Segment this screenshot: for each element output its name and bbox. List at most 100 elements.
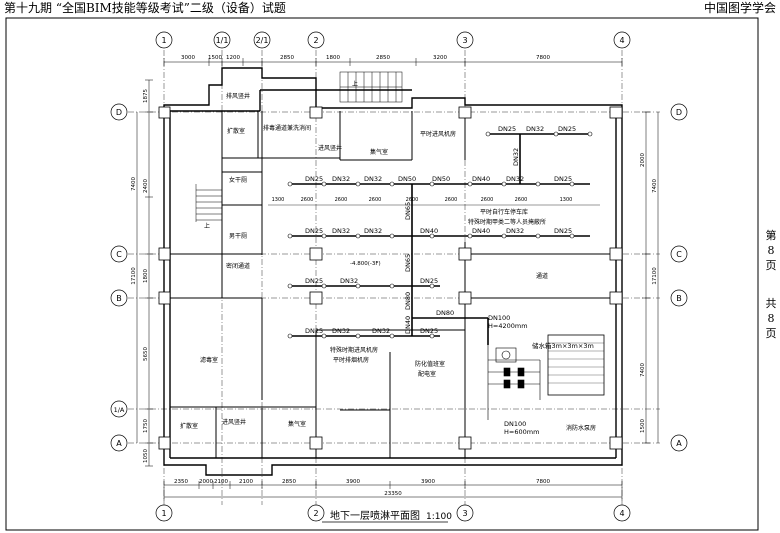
- dim-left-2: 1800: [143, 269, 149, 283]
- stair-up-left: 上: [204, 222, 210, 230]
- axis-bubble-B-right: [670, 289, 688, 307]
- dim-right-2: 7400: [652, 179, 658, 193]
- dim-inner-3: 2600: [369, 197, 382, 203]
- axis-label-1A-left: 1/A: [114, 406, 125, 414]
- axis-label-A-right: A: [676, 439, 682, 448]
- tank-label: 储水箱3m×3m×3m: [532, 341, 594, 350]
- dim-bottom-1: 2000: [199, 479, 213, 485]
- pipe-label-main-v2: DN65: [404, 254, 412, 272]
- dim-right-4: 1500: [640, 419, 646, 433]
- dim-bottom-6: 3900: [421, 479, 435, 485]
- dim-inner-8: 1300: [560, 197, 573, 203]
- water-tank: [547, 334, 605, 396]
- dim-bottom-total: 23350: [384, 491, 402, 497]
- dim-inner-4: 2600: [406, 197, 419, 203]
- axis-bubble-C-left: [110, 245, 128, 263]
- axis-label-1-1-top: 1/1: [216, 36, 229, 45]
- pipe-label-pump-2-height: H=600mm: [504, 428, 539, 436]
- pipe-label-r2-3: DN50: [398, 175, 416, 183]
- pipe-label-r3-4: DN40: [472, 227, 490, 235]
- room-air-shaft-top: 进风竖井: [318, 144, 342, 152]
- axis-label-4-top: 4: [619, 36, 624, 45]
- axis-label-B-left: B: [116, 294, 122, 303]
- room-wartime-fan: 平时排烟机房: [333, 356, 369, 364]
- dim-bottom-0: 2350: [174, 479, 188, 485]
- dim-left-3: 5650: [143, 347, 149, 361]
- pipe-label-r5-2: DN32: [372, 327, 390, 335]
- dim-left-4: 1750: [143, 419, 149, 433]
- dim-bottom-7: 7800: [536, 479, 550, 485]
- axis-bubble-A-left: [110, 434, 128, 452]
- axis-label-D-right: D: [676, 108, 682, 117]
- axis-label-B-right: B: [676, 294, 682, 303]
- pipe-label-r3-2: DN32: [364, 227, 382, 235]
- pipe-label-r1-2: DN25: [558, 125, 576, 133]
- page-total-label: 共 8 页: [765, 297, 777, 340]
- dim-top-7: 7800: [536, 55, 550, 61]
- axis-label-1-bottom: 1: [161, 509, 166, 518]
- axis-label-2-bottom: 2: [313, 509, 318, 518]
- stair-up-top: 上: [352, 80, 358, 88]
- dim-left-5: 1050: [143, 449, 149, 463]
- room-gas-lock-top: 集气室: [370, 148, 388, 156]
- pipe-label-pump-2: DN100: [504, 420, 526, 428]
- dim-inner-1: 2600: [301, 197, 314, 203]
- axis-label-3-bottom: 3: [462, 509, 467, 518]
- axis-bubble-3-bottom: [456, 504, 474, 522]
- axis-bubble-2-1-top: [253, 31, 271, 49]
- axis-bubble-A-right: [670, 434, 688, 452]
- room-male-toilet: 女干厕: [229, 176, 247, 184]
- axis-label-D-left: D: [116, 108, 122, 117]
- dim-inner-7: 2600: [515, 197, 528, 203]
- pipe-label-r2-2: DN32: [364, 175, 382, 183]
- axis-label-3-top: 3: [462, 36, 467, 45]
- dim-top-5: 2850: [376, 55, 390, 61]
- axis-bubble-4-bottom: [613, 504, 631, 522]
- axis-label-2-top: 2: [313, 36, 318, 45]
- staircase-left: [195, 184, 222, 222]
- drawing-scale: 1:100: [426, 512, 452, 522]
- structural-columns: [158, 106, 623, 450]
- room-shelter-zone: 平时自行车停车库: [480, 208, 528, 216]
- dim-left-1: 2400: [143, 179, 149, 193]
- page-number-label: 第 8 页: [765, 229, 777, 272]
- pipe-label-main-v1: DN65: [404, 202, 412, 220]
- dim-inner-5: 2600: [445, 197, 458, 203]
- dim-inner-0: 1300: [272, 197, 285, 203]
- pipe-label-r1-0: DN25: [498, 125, 516, 133]
- pipe-label-r3-6: DN25: [554, 227, 572, 235]
- room-shelter-zone-2: 特殊时期甲类二等人员掩蔽所: [468, 218, 546, 226]
- axis-bubble-D-left: [110, 103, 128, 121]
- room-decon-corridor: 排毒通道兼洗消间: [263, 124, 311, 132]
- dim-bottom-4: 2850: [282, 479, 296, 485]
- axis-bubble-D-right: [670, 103, 688, 121]
- pipe-label-main-h: DN80: [436, 309, 454, 317]
- pipe-label-r2-1: DN32: [332, 175, 350, 183]
- dim-right-1: 7400: [640, 363, 646, 377]
- room-air-shaft-bottom: 进风竖井: [222, 418, 246, 426]
- axis-grid: [128, 50, 660, 505]
- axis-label-A-left: A: [116, 439, 122, 448]
- axis-label-4-bottom: 4: [619, 509, 624, 518]
- pipe-label-pump-1-height: H=4200mm: [488, 322, 528, 330]
- axis-label-1-top: 1: [161, 36, 166, 45]
- dim-top-3: 2850: [280, 55, 294, 61]
- pipe-label-r1-1: DN32: [526, 125, 544, 133]
- pipe-label-r3-1: DN32: [332, 227, 350, 235]
- pipe-label-r2-6: DN32: [506, 175, 524, 183]
- room-passage: 通道: [536, 272, 548, 280]
- dim-left-total-1: 17100: [131, 267, 137, 285]
- axis-bubble-1A-left: [110, 400, 128, 418]
- elevation-mark: -4.800(-3F): [350, 261, 381, 267]
- pipe-label-pump-1: DN100: [488, 314, 510, 322]
- interior-walls: [170, 111, 616, 458]
- pipe-label-r4-2: DN25: [420, 277, 438, 285]
- dim-bottom-2: 2100: [214, 479, 228, 485]
- axis-bubble-1-top: [155, 31, 173, 49]
- header-publisher: 中国图学学会: [703, 1, 776, 15]
- pipe-label-r5-1: DN32: [332, 327, 350, 335]
- pipe-label-r2-5: DN40: [472, 175, 490, 183]
- left-dimension-line: [136, 79, 153, 467]
- pipe-label-r4-0: DN25: [305, 277, 323, 285]
